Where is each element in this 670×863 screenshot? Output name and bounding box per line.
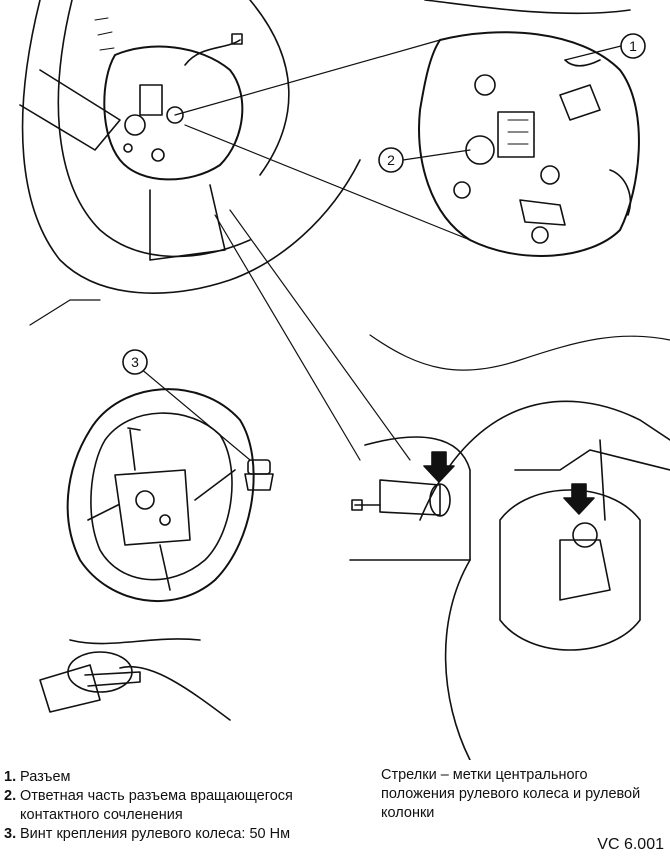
legend-item: 2. Ответная часть разъема вращающегося к… (4, 787, 364, 825)
callout-3-label: 3 (131, 354, 139, 370)
leader-lines (174, 39, 670, 461)
steering-wheel-removed (66, 367, 274, 602)
hub-closeup (418, 0, 640, 257)
steering-wheel-top-view (19, 0, 361, 326)
arrows-note: Стрелки – метки центрального положения р… (381, 767, 641, 821)
legend-text: Ответная часть разъема вращающегося конт… (20, 788, 293, 823)
legend-num: 3. (4, 826, 17, 842)
callout-3: 3 (122, 349, 148, 375)
legend-num: 1. (4, 769, 17, 785)
legend-item: 1. Разъем (4, 768, 364, 787)
legend-item: 3. Винт крепления рулевого колеса: 50 Нм (4, 825, 364, 844)
wheel-alignment-mark (419, 400, 670, 760)
legend-num: 2. (4, 788, 17, 804)
arrow-down-icon (423, 451, 455, 483)
arrow-down-icon (563, 483, 595, 515)
callout-2: 2 (378, 147, 471, 173)
clock-spring-connector (39, 638, 231, 721)
bolt-3 (244, 459, 274, 491)
legend: 1. Разъем 2. Ответная часть разъема вращ… (4, 768, 364, 844)
figure-code: VC 6.001 (597, 836, 664, 853)
steering-wheel-removal-diagram: 1 2 3 (19, 0, 670, 760)
callout-1: 1 (564, 33, 646, 61)
callout-1-label: 1 (629, 38, 637, 54)
legend-text: Винт крепления рулевого колеса: 50 Нм (20, 826, 291, 842)
callout-2-label: 2 (387, 152, 395, 168)
column-alignment-mark (349, 436, 471, 561)
legend-text: Разъем (20, 769, 71, 785)
